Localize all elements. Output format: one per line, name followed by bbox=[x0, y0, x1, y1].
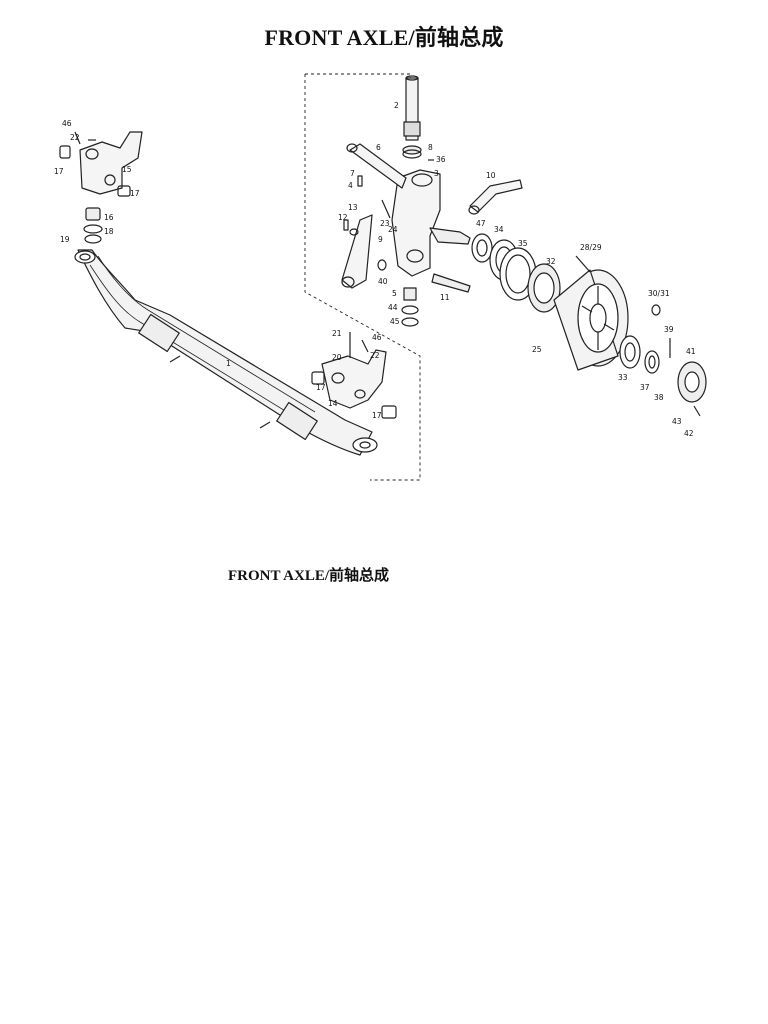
svg-text:12: 12 bbox=[338, 213, 348, 222]
callout-labels: 46 22 15 17 17 16 18 19 1 2 8 36 3 6 7 4… bbox=[54, 101, 696, 438]
svg-text:8: 8 bbox=[428, 143, 433, 152]
steering-knuckle-body bbox=[391, 169, 471, 277]
svg-text:44: 44 bbox=[388, 303, 398, 312]
svg-text:7: 7 bbox=[350, 169, 355, 178]
svg-text:17: 17 bbox=[54, 167, 64, 176]
axle-beam bbox=[74, 249, 378, 456]
svg-text:18: 18 bbox=[104, 227, 114, 236]
svg-text:10: 10 bbox=[486, 171, 496, 180]
svg-text:14: 14 bbox=[328, 399, 338, 408]
svg-text:6: 6 bbox=[376, 143, 381, 152]
svg-text:47: 47 bbox=[476, 219, 486, 228]
svg-text:42: 42 bbox=[684, 429, 694, 438]
svg-text:32: 32 bbox=[546, 257, 556, 266]
svg-text:16: 16 bbox=[104, 213, 114, 222]
svg-text:9: 9 bbox=[378, 235, 383, 244]
svg-text:45: 45 bbox=[390, 317, 400, 326]
svg-text:22: 22 bbox=[70, 133, 80, 142]
svg-text:21: 21 bbox=[332, 329, 342, 338]
svg-text:39: 39 bbox=[664, 325, 674, 334]
exploded-view-diagram: 46 22 15 17 17 16 18 19 1 2 8 36 3 6 7 4… bbox=[30, 60, 738, 500]
king-pin bbox=[403, 75, 421, 141]
svg-text:13: 13 bbox=[348, 203, 358, 212]
svg-text:3: 3 bbox=[434, 169, 439, 178]
svg-text:11: 11 bbox=[440, 293, 450, 302]
svg-text:5: 5 bbox=[392, 289, 397, 298]
svg-text:25: 25 bbox=[532, 345, 542, 354]
svg-text:22: 22 bbox=[370, 351, 380, 360]
svg-text:1: 1 bbox=[226, 359, 231, 368]
svg-text:23: 23 bbox=[380, 219, 390, 228]
svg-text:43: 43 bbox=[672, 417, 682, 426]
svg-text:17: 17 bbox=[372, 411, 382, 420]
svg-text:33: 33 bbox=[618, 373, 628, 382]
left-steering-knuckle bbox=[59, 131, 143, 244]
callout: 46 bbox=[62, 119, 72, 128]
right-lower-knuckle bbox=[311, 332, 397, 419]
page-title: FRONT AXLE/前轴总成 bbox=[264, 25, 504, 50]
wheel-hub bbox=[553, 269, 629, 371]
svg-text:30/31: 30/31 bbox=[648, 289, 670, 298]
svg-text:28/29: 28/29 bbox=[580, 243, 602, 252]
figure-caption: FRONT AXLE/前轴总成 bbox=[228, 568, 389, 584]
svg-text:4: 4 bbox=[348, 181, 353, 190]
svg-text:20: 20 bbox=[332, 353, 342, 362]
svg-text:41: 41 bbox=[686, 347, 696, 356]
svg-text:17: 17 bbox=[130, 189, 140, 198]
svg-text:17: 17 bbox=[316, 383, 326, 392]
svg-text:2: 2 bbox=[394, 101, 399, 110]
svg-text:34: 34 bbox=[494, 225, 504, 234]
svg-text:46: 46 bbox=[372, 333, 382, 342]
svg-text:38: 38 bbox=[654, 393, 664, 402]
svg-text:37: 37 bbox=[640, 383, 650, 392]
svg-text:40: 40 bbox=[378, 277, 388, 286]
svg-text:15: 15 bbox=[122, 165, 132, 174]
steering-arm-9 bbox=[341, 214, 373, 289]
svg-text:24: 24 bbox=[388, 225, 398, 234]
svg-text:36: 36 bbox=[436, 155, 446, 164]
svg-text:35: 35 bbox=[518, 239, 528, 248]
svg-text:19: 19 bbox=[60, 235, 70, 244]
